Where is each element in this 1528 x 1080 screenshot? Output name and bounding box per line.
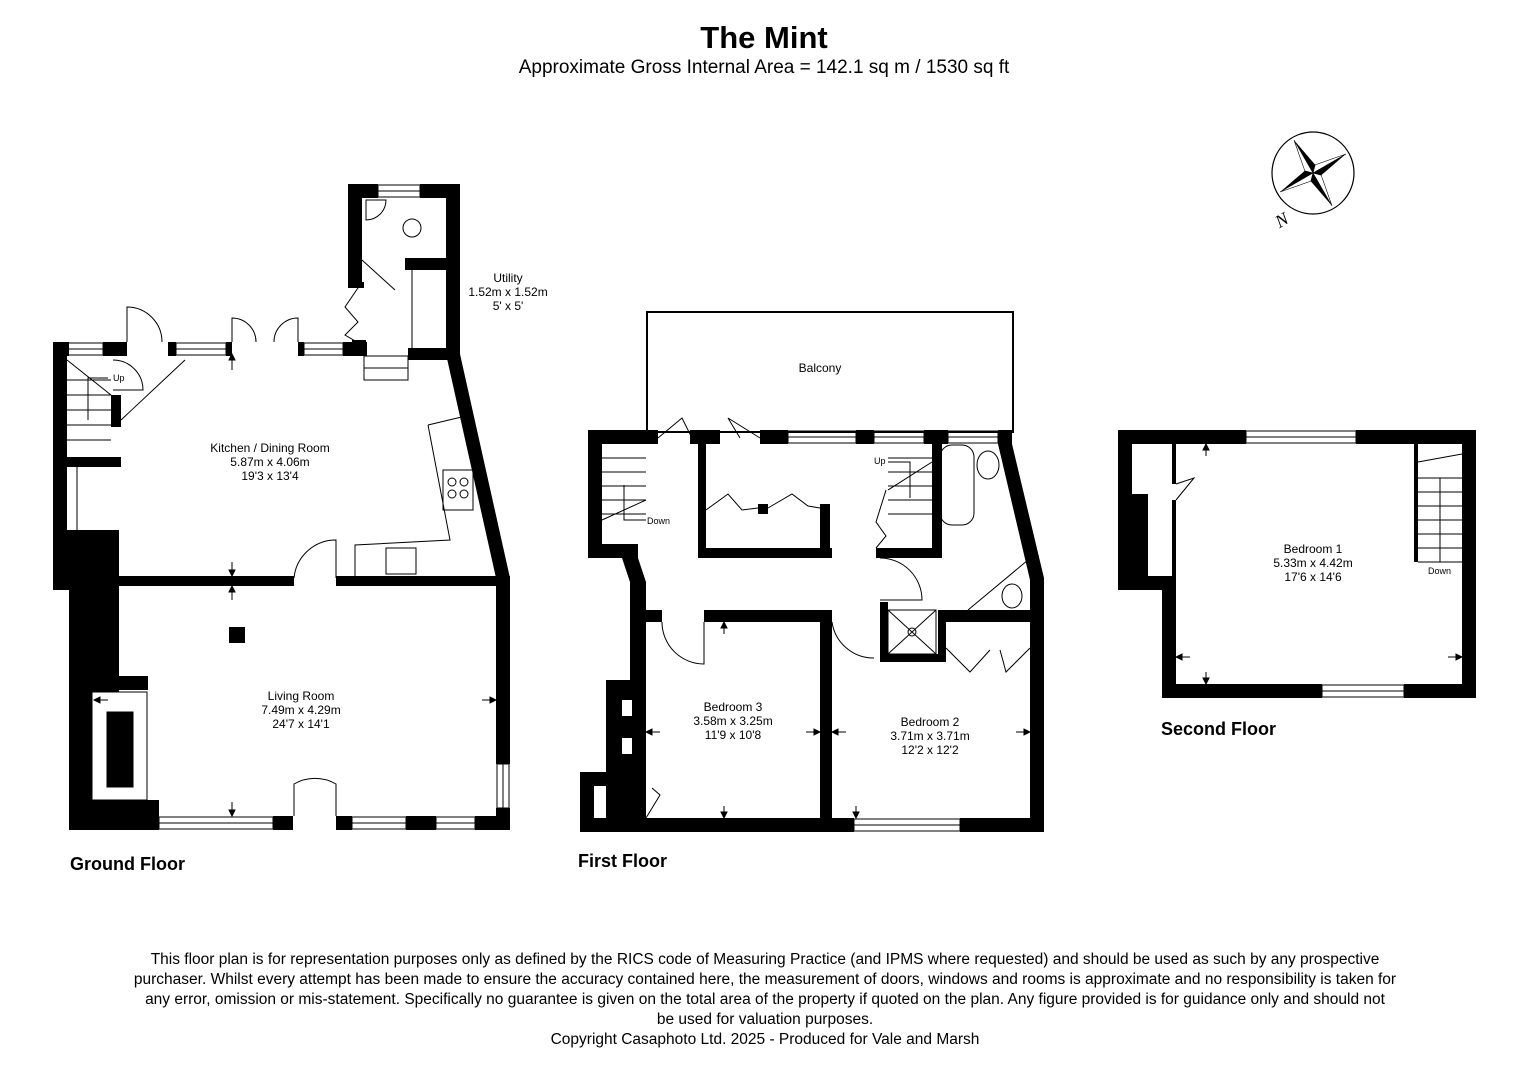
disclaimer-line: any error, omission or mis-statement. Sp… [145,991,1385,1008]
disclaimer-line: be used for valuation purposes. [656,1011,874,1028]
gross-area: Approximate Gross Internal Area = 142.1 … [518,57,1010,78]
room-bedroom-2: Bedroom 2 3.71m x 3.71m 12'2 x 12'2 [890,715,969,757]
room-imperial: 24'7 x 14'1 [272,717,330,731]
second-floor-label: Second Floor [1161,719,1277,739]
room-name: Living Room [267,689,335,703]
stairs-up-label: Up [113,373,125,383]
room-metric: 5.87m x 4.06m [230,455,310,469]
plan-title: The Mint [700,20,828,55]
room-metric: 7.49m x 4.29m [261,703,341,717]
room-metric: 5.33m x 4.42m [1273,556,1353,570]
stairs-down-label: Down [1428,566,1452,576]
room-imperial: 19'3 x 13'4 [241,469,299,483]
room-name: Bedroom 3 [703,700,763,714]
room-kitchen-dining: Kitchen / Dining Room 5.87m x 4.06m 19'3… [210,441,329,483]
room-name: Bedroom 2 [900,715,960,729]
ground-floor-details [66,184,510,830]
second-floor-plan [1118,430,1476,698]
room-living: Living Room 7.49m x 4.29m 24'7 x 14'1 [261,689,340,731]
room-imperial: 12'2 x 12'2 [901,743,959,757]
stairs-down-label: Down [647,516,671,526]
room-bedroom-1: Bedroom 1 5.33m x 4.42m 17'6 x 14'6 [1273,542,1352,584]
room-bedroom-3: Bedroom 3 3.58m x 3.25m 11'9 x 10'8 [693,700,772,742]
room-imperial: 5' x 5' [492,299,524,313]
disclaimer-line: This floor plan is for representation pu… [150,951,1380,968]
room-name: Kitchen / Dining Room [210,441,330,455]
dimension-arrows [92,352,1464,820]
disclaimer: This floor plan is for representation pu… [90,950,1440,1050]
room-metric: 3.71m x 3.71m [890,729,970,743]
first-floor-plan [580,311,1044,832]
room-metric: 1.52m x 1.52m [468,285,548,299]
room-imperial: 11'9 x 10'8 [704,728,762,742]
room-name: Bedroom 1 [1283,542,1343,556]
compass-rose-icon [1271,131,1355,215]
copyright: Copyright Casaphoto Ltd. 2025 - Produced… [550,1031,980,1048]
room-utility: Utility 1.52m x 1.52m 5' x 5' [468,271,547,313]
room-name: Balcony [798,361,842,375]
room-balcony: Balcony [799,361,842,375]
ground-floor-plan [53,184,510,830]
ground-floor-label: Ground Floor [70,854,185,874]
disclaimer-line: purchaser. Whilst every attempt has been… [133,971,1397,988]
stairs-up-label: Up [874,456,886,466]
first-floor-label: First Floor [578,851,667,871]
room-metric: 3.58m x 3.25m [693,714,773,728]
room-name: Utility [493,271,523,285]
room-imperial: 17'6 x 14'6 [1284,570,1342,584]
